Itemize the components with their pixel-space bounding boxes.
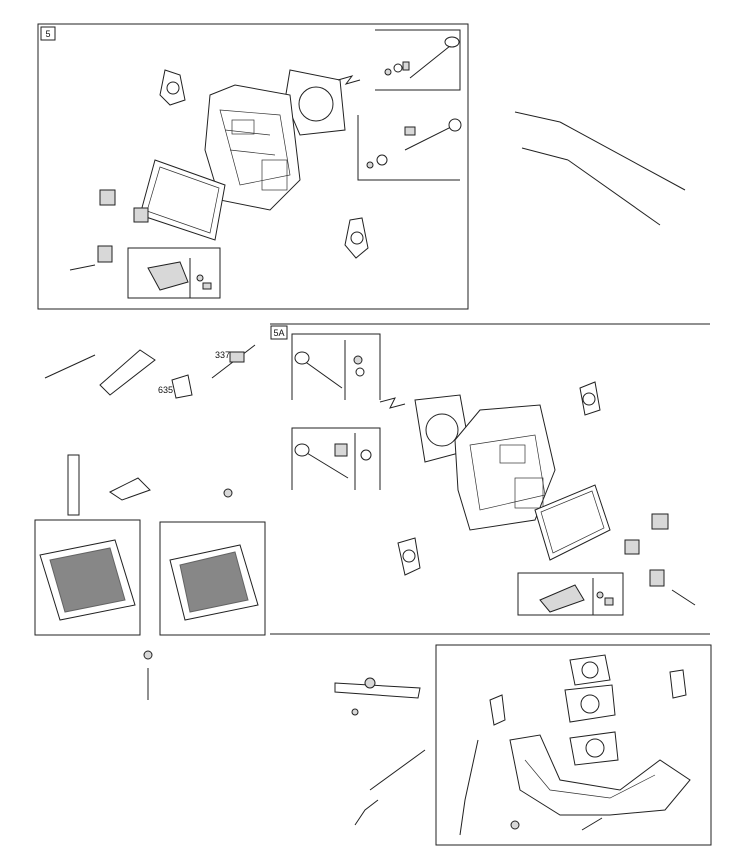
rocker-cover-right (159, 521, 266, 636)
push-rods (514, 111, 686, 226)
valve-group-5a-upper (291, 333, 381, 400)
link-rod-icon (459, 739, 479, 836)
nut-icon (99, 189, 116, 206)
spark-plug-boot-callout: 635 (158, 385, 173, 395)
nut-icon (651, 513, 669, 530)
screw-icon (510, 820, 520, 830)
governor-bracket (334, 677, 421, 716)
rocker-arm-group (127, 247, 221, 299)
section-5-cylinder-head: 5 (37, 23, 469, 310)
spring-parts (143, 650, 153, 700)
cylinder-head-5a-icon (454, 404, 556, 531)
gasket-icon (159, 69, 186, 106)
throttle-spring (354, 749, 426, 826)
spark-plug-callout: 337 (215, 350, 230, 360)
manifold-gasket-icon (569, 654, 611, 686)
tube-icon (99, 349, 156, 396)
exhaust-manifold-group (435, 644, 712, 846)
spark-plug-boot-icon (171, 374, 193, 399)
nut-icon (133, 207, 149, 223)
screw-icon (223, 488, 233, 498)
guide-plate-icon (97, 245, 113, 263)
rocker-gasket-5a-icon (534, 484, 611, 561)
intake-gasket-icon (344, 217, 369, 259)
bolt-icon (69, 264, 96, 271)
exhaust-manifold-icon (509, 734, 691, 816)
rocker-cover-gasket-icon (139, 159, 226, 241)
section-5-label: 5 (45, 29, 50, 39)
manifold-gasket-icon (569, 731, 619, 766)
valve-group-5a-lower (291, 427, 381, 490)
rocker-arm-5a-group (517, 572, 624, 616)
cylinder-head-icon (204, 84, 301, 211)
bolt-icon (671, 589, 696, 606)
section-5a-label: 5A (273, 328, 284, 338)
gasket-icon (489, 694, 506, 726)
spark-plug-group: 337 635 (158, 344, 256, 399)
exhaust-valve-group (375, 29, 461, 91)
hose-icon (109, 477, 151, 501)
intake-valve-group (357, 115, 462, 181)
section-5a-cylinder-head: 5A (270, 323, 710, 616)
gasket-icon (669, 669, 687, 699)
manifold-gasket-icon (564, 684, 616, 723)
nut-icon (624, 539, 640, 555)
dipstick-tube (67, 454, 233, 516)
gasket-icon (579, 381, 601, 416)
rocker-cover-left (34, 519, 141, 636)
bolt-icon (581, 817, 603, 831)
gasket-icon (397, 537, 421, 576)
guide-plate-icon (649, 569, 665, 587)
breather-parts (44, 349, 156, 396)
stud-icon (44, 354, 96, 379)
